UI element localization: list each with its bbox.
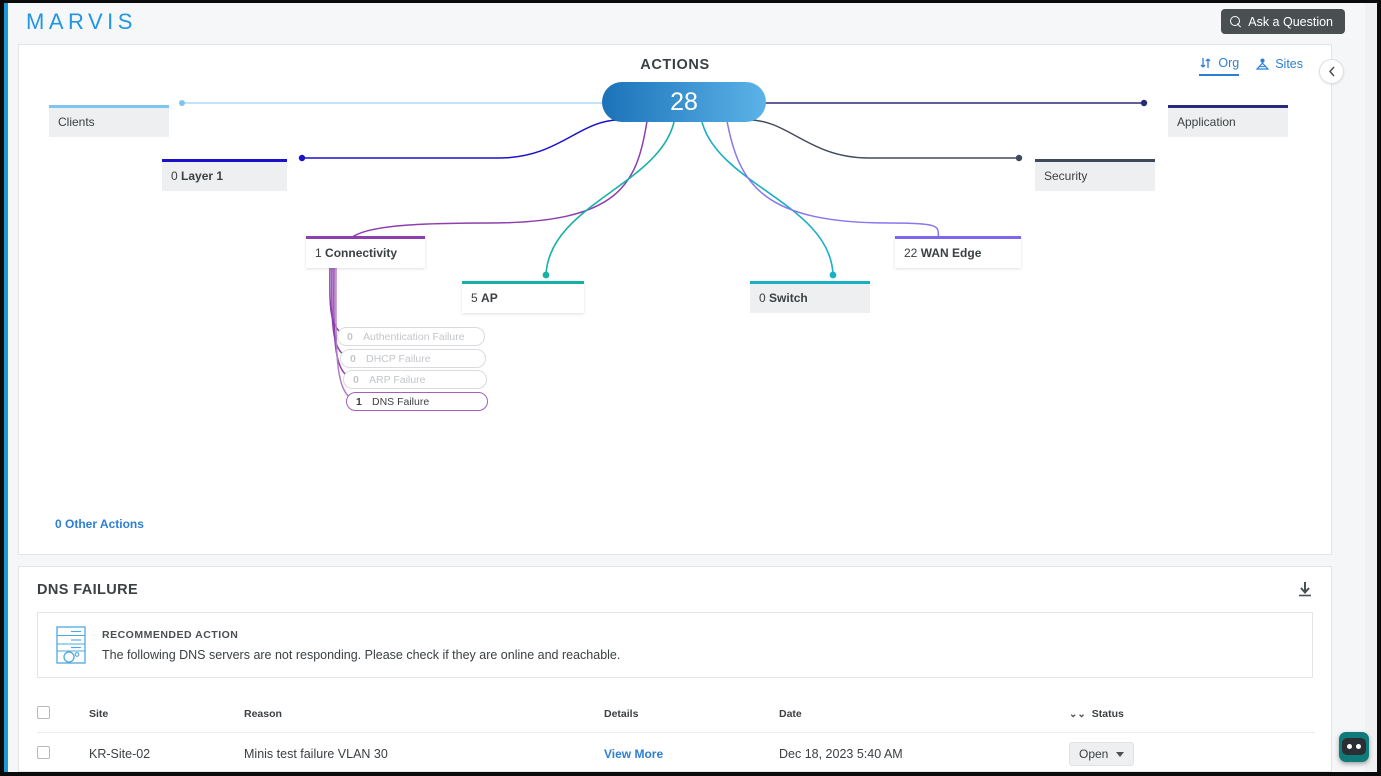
select-all-checkbox[interactable] xyxy=(37,706,50,719)
other-actions-link[interactable]: 0 Other Actions xyxy=(55,517,144,531)
subnode-dns-failure-label: DNS Failure xyxy=(372,395,430,408)
node-switch-count: 0 xyxy=(759,291,766,305)
recommended-action-text: The following DNS servers are not respon… xyxy=(102,647,621,662)
node-wan-edge-count: 22 xyxy=(904,246,918,260)
node-connectivity-label: Connectivity xyxy=(325,246,398,260)
chevron-left-icon xyxy=(1328,66,1335,77)
cell-details: View More xyxy=(604,732,779,776)
node-connectivity-count: 1 xyxy=(315,246,322,260)
table-header-row: Site Reason Details Date ⌄⌄ Status xyxy=(37,700,1315,733)
status-value: Open xyxy=(1079,747,1109,761)
tab-sites[interactable]: Sites xyxy=(1255,57,1303,75)
cell-date: Dec 18, 2023 5:40 AM xyxy=(779,732,1069,776)
column-status-label: Status xyxy=(1091,708,1124,720)
subnode-arp-failure-label: ARP Failure xyxy=(369,373,426,386)
recommended-action-box: RECOMMENDED ACTION The following DNS ser… xyxy=(37,612,1313,678)
search-icon xyxy=(1230,16,1241,27)
node-application-label: Application xyxy=(1177,115,1236,129)
view-more-link[interactable]: View More xyxy=(604,747,664,761)
actions-connector-graph: 28 xyxy=(179,82,1148,402)
page-title: ACTIONS xyxy=(640,57,710,73)
table-row[interactable]: KR-Site-02 Minis test failure VLAN 30 Vi… xyxy=(37,732,1315,776)
subnode-dhcp-failure-label: DHCP Failure xyxy=(366,352,431,365)
server-rack-icon xyxy=(56,626,86,664)
tab-sites-label: Sites xyxy=(1275,57,1303,71)
subnode-arp-failure[interactable]: 0 ARP Failure xyxy=(343,370,487,389)
select-all-header xyxy=(37,700,89,733)
panel-collapse-button[interactable] xyxy=(1319,59,1344,84)
node-ap-count: 5 xyxy=(471,291,478,305)
node-wan-edge[interactable]: 22 WAN Edge xyxy=(895,236,1021,268)
chat-bot-button[interactable] xyxy=(1339,732,1369,762)
node-switch-label: Switch xyxy=(769,291,808,305)
cell-site: KR-Site-02 xyxy=(89,732,244,776)
node-application[interactable]: Application xyxy=(1168,105,1288,137)
node-clients[interactable]: Clients xyxy=(49,105,169,137)
subnode-dhcp-failure[interactable]: 0 DHCP Failure xyxy=(340,349,486,368)
node-connectivity[interactable]: 1 Connectivity xyxy=(306,236,425,268)
actions-count: 28 xyxy=(670,88,698,116)
tab-org-label: Org xyxy=(1218,56,1240,70)
window-accent-bar xyxy=(4,0,8,776)
window-edge-left xyxy=(0,0,4,776)
detail-panel: DNS FAILURE RECOMMENDED ACTION The follo… xyxy=(18,566,1332,776)
window-edge-right xyxy=(1377,0,1381,776)
top-bar: MARVIS Ask a Question xyxy=(8,3,1377,39)
node-switch[interactable]: 0 Switch xyxy=(750,281,870,313)
column-site[interactable]: Site xyxy=(89,700,244,733)
ask-a-question-label: Ask a Question xyxy=(1248,14,1333,29)
subnode-dhcp-failure-count: 0 xyxy=(350,352,356,365)
chevron-down-icon xyxy=(1116,751,1125,757)
node-layer1[interactable]: 0 Layer 1 xyxy=(162,159,287,191)
tab-org[interactable]: Org xyxy=(1199,56,1240,76)
app-logo[interactable]: MARVIS xyxy=(26,9,137,34)
subnode-authentication-failure-count: 0 xyxy=(347,330,353,343)
detail-title: DNS FAILURE xyxy=(37,582,139,598)
cell-reason: Minis test failure VLAN 30 xyxy=(244,732,604,776)
column-details[interactable]: Details xyxy=(604,700,779,733)
page-scrollbar[interactable] xyxy=(1365,3,1377,772)
node-layer1-label: Layer 1 xyxy=(181,169,224,183)
window-edge-bottom xyxy=(0,772,1381,776)
node-clients-label: Clients xyxy=(58,115,95,129)
node-layer1-count: 0 xyxy=(171,169,178,183)
subnode-arp-failure-count: 0 xyxy=(353,373,359,386)
row-select-cell xyxy=(37,732,89,776)
chat-bot-icon xyxy=(1342,738,1366,755)
sites-icon xyxy=(1255,58,1270,70)
view-scope-tabs: Org Sites xyxy=(1199,56,1303,76)
chat-bot-eye-right xyxy=(1356,744,1361,749)
subnode-authentication-failure[interactable]: 0 Authentication Failure xyxy=(337,327,485,346)
node-ap[interactable]: 5 AP xyxy=(462,281,584,313)
node-ap-label: AP xyxy=(481,291,498,305)
dns-failure-table: Site Reason Details Date ⌄⌄ Status KR-Sit… xyxy=(37,700,1315,776)
subnode-dns-failure-count: 1 xyxy=(356,395,362,408)
status-dropdown[interactable]: Open xyxy=(1069,742,1135,766)
column-date[interactable]: Date xyxy=(779,700,1069,733)
cell-status: Open xyxy=(1069,732,1315,776)
sort-chevrons-icon[interactable]: ⌄⌄ xyxy=(1069,709,1086,720)
column-reason[interactable]: Reason xyxy=(244,700,604,733)
subnode-dns-failure[interactable]: 1 DNS Failure xyxy=(346,392,488,411)
chat-bot-eye-left xyxy=(1347,744,1352,749)
window-edge-top xyxy=(0,0,1381,3)
subnode-authentication-failure-label: Authentication Failure xyxy=(363,330,465,343)
recommended-action-label: RECOMMENDED ACTION xyxy=(102,628,239,641)
node-security-label: Security xyxy=(1044,169,1088,183)
sort-arrows-icon xyxy=(1200,58,1211,68)
node-security[interactable]: Security xyxy=(1035,159,1155,191)
row-checkbox[interactable] xyxy=(37,746,50,759)
node-wan-edge-label: WAN Edge xyxy=(920,246,982,260)
column-status[interactable]: ⌄⌄ Status xyxy=(1069,700,1315,733)
ask-a-question-button[interactable]: Ask a Question xyxy=(1221,9,1345,34)
actions-panel: ACTIONS Org Sites xyxy=(18,44,1344,555)
download-icon[interactable] xyxy=(1297,581,1313,598)
